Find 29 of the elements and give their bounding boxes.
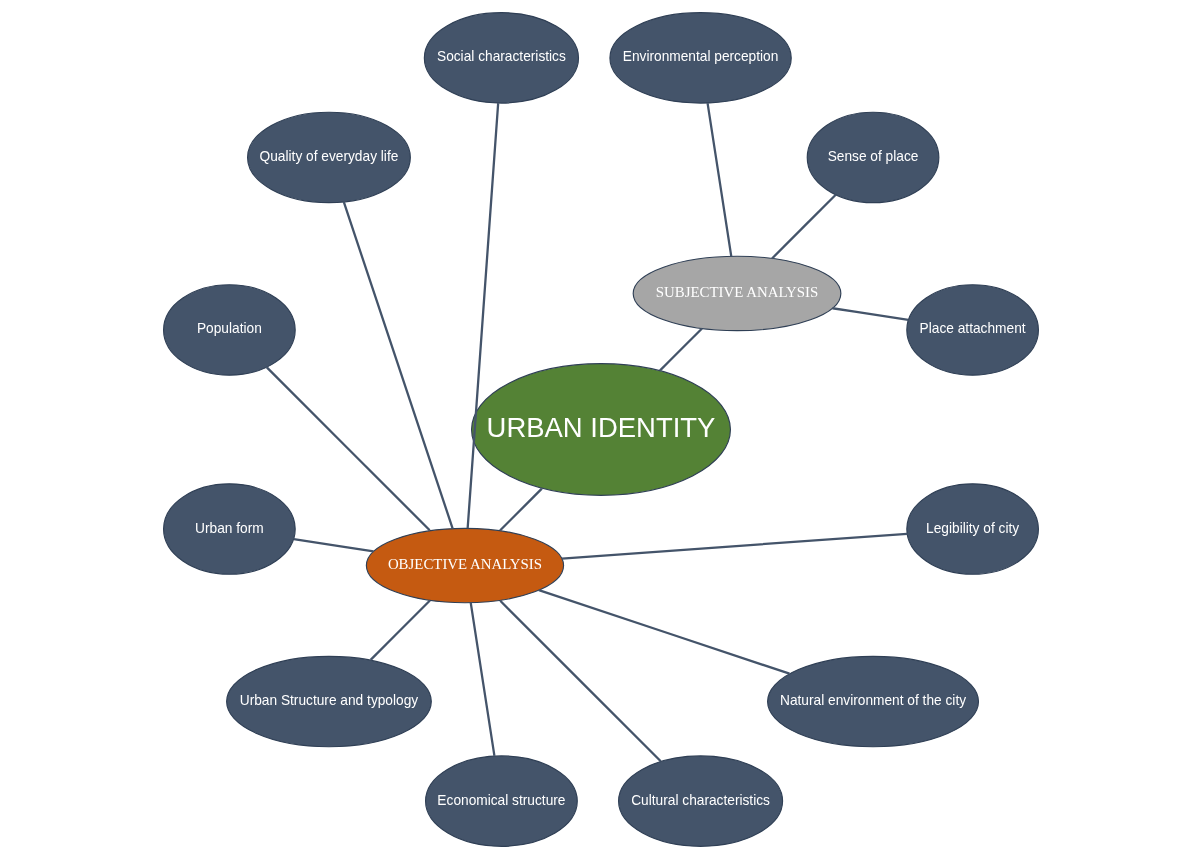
node-ellipse: OBJECTIVE ANALYSIS: [365, 527, 565, 604]
connector: [266, 366, 431, 532]
node-ellipse: Cultural characteristics: [618, 755, 784, 847]
connector: [342, 201, 454, 529]
connector: [771, 193, 837, 260]
connector: [538, 589, 790, 675]
node-ellipse: Social characteristics: [423, 12, 580, 104]
node-ellipse: Urban form: [163, 483, 296, 575]
node-ellipse: Quality of everyday life: [247, 111, 411, 204]
connector: [369, 599, 431, 661]
connector: [659, 327, 703, 372]
node-ellipse: Place attachment: [906, 284, 1039, 376]
node-ellipse: Urban Structure and typology: [226, 655, 432, 748]
node-ellipse: Natural environment of the city: [767, 655, 980, 748]
node-ellipse: Population: [163, 284, 296, 376]
connector: [499, 600, 662, 763]
connector: [466, 103, 500, 529]
node-ellipse: URBAN IDENTITY: [471, 363, 732, 496]
connector: [706, 102, 733, 257]
connector: [561, 532, 908, 560]
connector: [832, 307, 909, 322]
connector: [499, 487, 543, 532]
node-ellipse: Legibility of city: [906, 483, 1039, 575]
node-ellipse: Environmental perception: [609, 12, 792, 104]
connector: [293, 537, 374, 553]
node-ellipse: SUBJECTIVE ANALYSIS: [632, 255, 842, 332]
connector: [469, 602, 496, 757]
node-ellipse: Sense of place: [806, 111, 940, 204]
node-ellipse: Economical structure: [425, 755, 578, 847]
